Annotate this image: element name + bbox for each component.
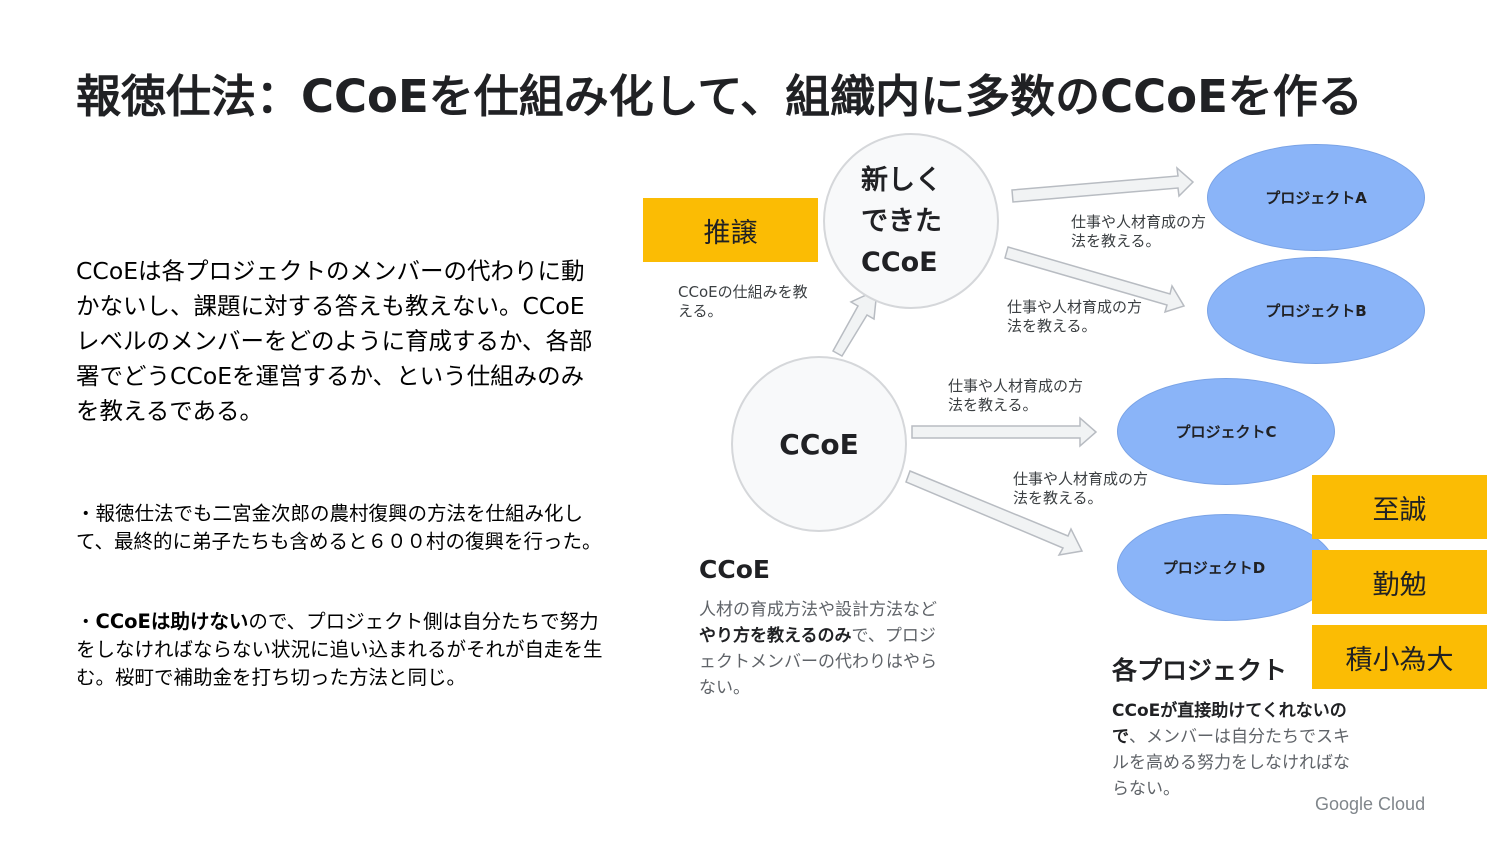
- bullet-hotoku: ・報徳仕法でも二宮金次郎の農村復興の方法を仕組み化して、最終的に弟子たちも含める…: [76, 500, 606, 556]
- bullet-hotoku-a: ・報徳仕法でも二宮金次郎の農村復興の方法を: [76, 502, 486, 525]
- arrow-to-project-b: [1004, 246, 1186, 314]
- bullet-self-run-a: ・: [76, 610, 96, 633]
- virtue-sekishoidai-box: 積小為大: [1312, 625, 1487, 689]
- teach-note-b: 仕事や人材育成の方法を教える。: [1007, 298, 1143, 335]
- bullet-self-run-c: ので、プロジェクト側は自分たちで努力をしなければならない状況に追い込まれるがそれ…: [76, 610, 603, 689]
- project-caption-text: CCoEが直接助けてくれないので、メンバーは自分たちでスキルを高める努力をしなけ…: [1112, 698, 1362, 802]
- bullet-hotoku-emphasis: 仕組み化して、最終的に弟子たちも含めると６００村の復興: [76, 502, 584, 553]
- ccoe-caption-c: で、プロジェクトメンバーの代わりはやらない。: [699, 626, 937, 698]
- teach-note-a: 仕事や人材育成の方法を教える。: [1071, 213, 1207, 250]
- ccoe-caption-title: CCoE: [699, 555, 770, 584]
- arrow-to-project-d: [905, 470, 1084, 557]
- bullet-self-run: ・CCoEは助けないので、プロジェクト側は自分たちで努力をしなければならない状況…: [76, 608, 606, 692]
- virtue-shisei-box: 至誠: [1312, 475, 1487, 539]
- body-text-emphasis: 仕組みのみを教える: [76, 362, 585, 425]
- bullet-self-run-emphasis: CCoEは助けない: [95, 610, 249, 633]
- google-cloud-logo: Google Cloud: [1315, 794, 1426, 814]
- suijo-note: CCoEの仕組みを教える。: [678, 283, 808, 320]
- body-paragraph: CCoEは各プロジェクトのメンバーの代わりに動かないし、課題に対する答えも教えな…: [76, 254, 606, 429]
- body-text-a: CCoEは各プロジェクトのメンバーの代わりに動かないし、課題に対する答えも教えな…: [76, 257, 593, 390]
- ccoe-label: CCoE: [779, 427, 859, 461]
- body-text-c: である。: [169, 397, 264, 425]
- ccoe-caption-emphasis: やり方を教えるのみ: [699, 626, 852, 646]
- ccoe-caption-text: 人材の育成方法や設計方法などやり方を教えるのみで、プロジェクトメンバーの代わりは…: [699, 597, 949, 701]
- arrow-to-new-ccoe: [831, 288, 878, 358]
- teach-note-c: 仕事や人材育成の方法を教える。: [948, 377, 1084, 414]
- project-a-ellipse: プロジェクトA: [1207, 144, 1425, 251]
- project-caption-b: 、メンバーは自分たちでスキルを高める努力をしなければならない。: [1112, 727, 1350, 799]
- project-b-ellipse: プロジェクトB: [1207, 257, 1425, 364]
- project-c-ellipse: プロジェクトC: [1117, 378, 1335, 485]
- ccoe-caption-a: 人材の育成方法や設計方法など: [699, 600, 937, 620]
- bullet-hotoku-c: を行った。: [504, 530, 602, 553]
- new-ccoe-circle: 新しくできたCCoE: [823, 133, 999, 309]
- new-ccoe-label: 新しくできたCCoE: [861, 164, 942, 278]
- suijo-box: 推譲: [643, 198, 818, 262]
- project-caption-title: 各プロジェクト: [1112, 656, 1288, 685]
- arrow-to-project-a: [1011, 166, 1195, 203]
- ccoe-circle: CCoE: [731, 356, 907, 532]
- slide-title: 報徳仕法：CCoEを仕組み化して、組織内に多数のCCoEを作る: [76, 70, 1363, 123]
- project-caption-emphasis: CCoEが直接助けてくれないので: [1112, 701, 1347, 747]
- teach-note-d: 仕事や人材育成の方法を教える。: [1013, 470, 1149, 507]
- project-d-ellipse: プロジェクトD: [1117, 514, 1335, 621]
- arrow-to-project-c: [911, 416, 1098, 448]
- virtue-kinben-box: 勤勉: [1312, 550, 1487, 614]
